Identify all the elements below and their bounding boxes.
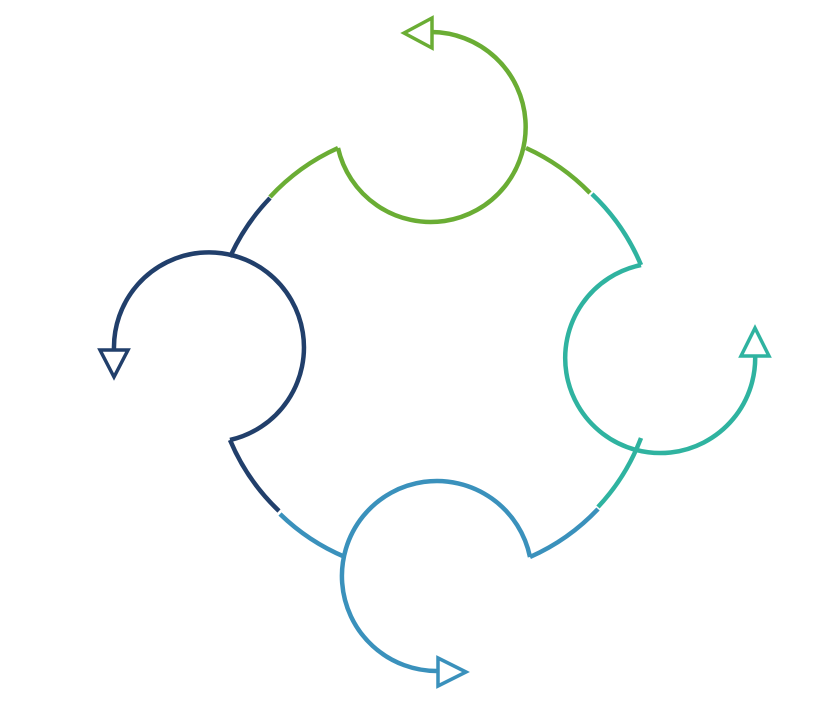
- cycle-arc-bottom-right: [529, 507, 600, 560]
- arrow-head-right: [738, 324, 772, 358]
- cycle-loop-right: [562, 262, 758, 456]
- arrow-head-left: [97, 348, 131, 381]
- cycle-segment-top: [268, 15, 592, 225]
- cycle-arc-left-lower: [227, 439, 281, 513]
- cycle-arc-bottom-left: [278, 512, 346, 560]
- cycle-loop-bottom: [339, 478, 533, 674]
- cycle-segment-bottom: [278, 478, 600, 689]
- cycle-loop-top: [335, 29, 528, 225]
- cycle-arc-left-upper: [227, 196, 272, 258]
- cycle-arc-top-right: [525, 145, 592, 195]
- cycle-loop-left: [111, 250, 307, 443]
- cycle-segment-right: [562, 192, 772, 509]
- arrow-head-bottom: [436, 655, 470, 689]
- cycle-segment-left: [97, 196, 307, 513]
- cycle-arc-top: [268, 145, 339, 199]
- arrow-head-top: [400, 15, 434, 51]
- cycle-arc-right-upper: [590, 192, 644, 266]
- cycle-arc-right-lower: [596, 437, 644, 509]
